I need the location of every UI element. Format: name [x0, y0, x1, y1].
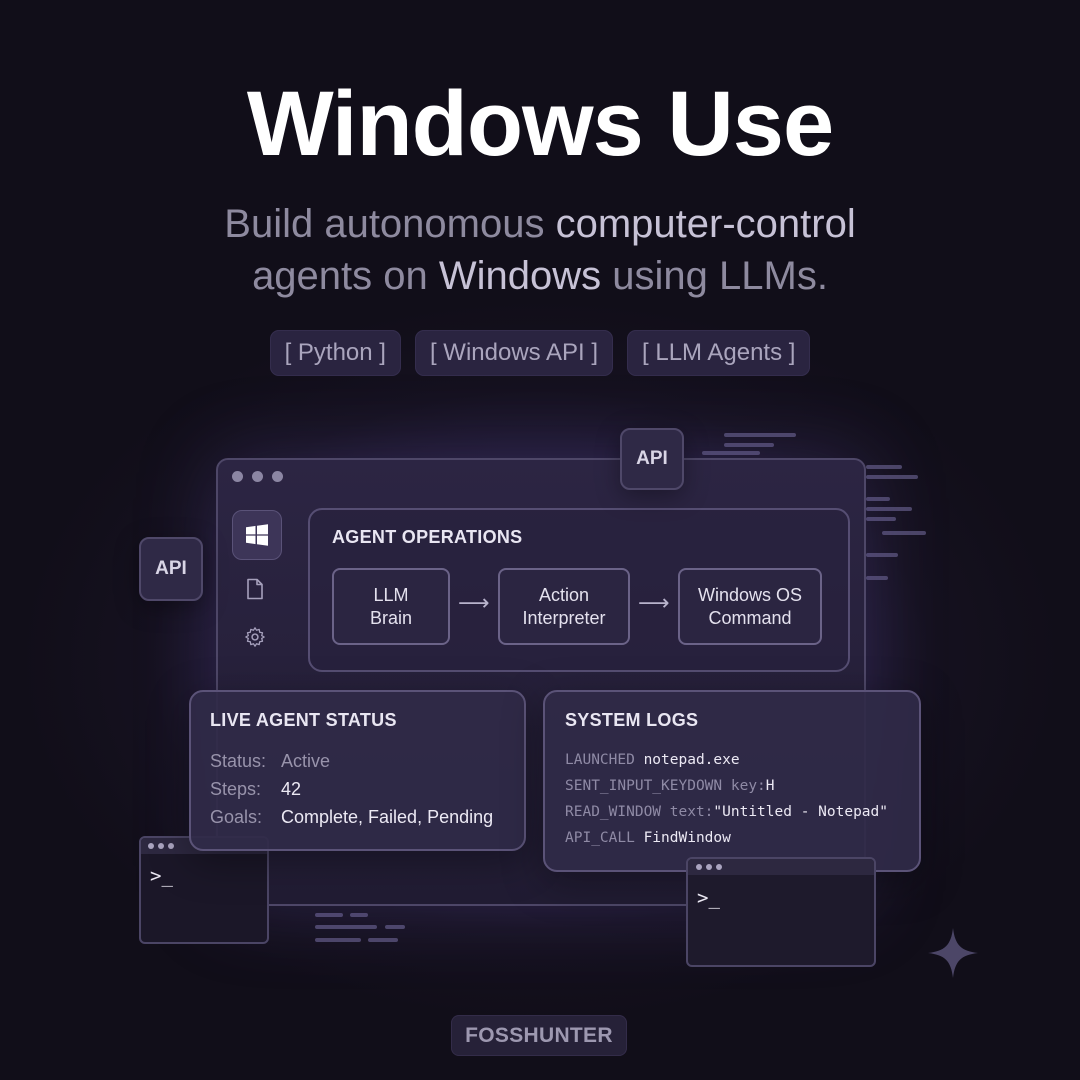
steps-value: 42 [281, 779, 302, 799]
log-line: API_CALL FindWindow [565, 830, 731, 846]
log-line: READ_WINDOW text:"Untitled - Notepad" [565, 804, 888, 820]
status-label: Status: [210, 751, 267, 771]
goals-label: Goals: [210, 807, 263, 827]
terminal-prompt: >_ [697, 887, 720, 909]
subtitle-highlight-1: computer-control [555, 202, 856, 246]
log-value: "Untitled - Notepad" [713, 804, 889, 820]
log-value: FindWindow [643, 830, 731, 846]
llm-brain-line2: Brain [369, 607, 413, 628]
log-key: API_CALL [565, 830, 644, 846]
log-key: SENT_INPUT_KEYDOWN key: [565, 778, 766, 794]
log-line: LAUNCHED notepad.exe [565, 752, 740, 768]
log-line: SENT_INPUT_KEYDOWN key:H [565, 778, 775, 794]
api-badge-left: API [139, 537, 203, 601]
window-dot-1 [232, 471, 243, 482]
windows-logo-button[interactable] [232, 510, 282, 560]
terminal-dot [148, 843, 154, 849]
file-icon[interactable] [245, 578, 265, 605]
windows-logo-icon [245, 523, 269, 552]
terminal-dot [168, 843, 174, 849]
log-key: LAUNCHED [565, 752, 644, 768]
goals-value: Complete, Failed, Pending [281, 807, 494, 827]
log-value: notepad.exe [643, 752, 740, 768]
status-value: Active [281, 751, 331, 771]
action-interpreter-line2: Interpreter [522, 607, 606, 628]
subtitle-text-1: Build autonomous [224, 202, 556, 246]
tag-windows-api: [ Windows API ] [414, 330, 614, 376]
terminal-titlebar [688, 859, 874, 875]
steps-label: Steps: [210, 779, 262, 799]
flow-arrow-2: ⟶ [638, 591, 670, 616]
terminal-prompt: >_ [150, 865, 173, 887]
log-value: H [765, 778, 775, 794]
window-dot-2 [252, 471, 263, 482]
page-subtitle: Build autonomous computer-control agents… [0, 198, 1080, 302]
live-agent-status-card [189, 690, 526, 851]
tag-python: [ Python ] [269, 330, 401, 376]
agent-operations-title: AGENT OPERATIONS [332, 527, 523, 547]
action-interpreter-line1: Action [538, 584, 589, 605]
llm-brain-line1: LLM [373, 584, 409, 605]
subtitle-highlight-2: Windows [438, 254, 602, 298]
gear-icon[interactable] [244, 626, 266, 653]
tag-list: [ Python ] [ Windows API ] [ LLM Agents … [0, 330, 1080, 376]
system-logs-title: SYSTEM LOGS [565, 710, 699, 730]
terminal-dot [706, 864, 712, 870]
footer-brand: FOSSHUNTER [451, 1015, 627, 1056]
subtitle-text-3: using LLMs. [601, 254, 828, 298]
terminal-dot [158, 843, 164, 849]
api-badge-top: API [620, 428, 684, 490]
page-title: Windows Use [246, 73, 834, 175]
window-dot-3 [272, 471, 283, 482]
live-agent-status-title: LIVE AGENT STATUS [210, 710, 397, 730]
log-key: READ_WINDOW text: [565, 804, 714, 820]
sparkle-icon [927, 927, 979, 984]
tag-llm-agents: [ LLM Agents ] [627, 330, 811, 376]
terminal-window-left: >_ [139, 836, 269, 944]
windows-os-command-line1: Windows OS [697, 584, 803, 605]
flow-arrow-1: ⟶ [458, 591, 490, 616]
windows-os-command-line2: Command [708, 607, 792, 628]
system-logs-card [543, 690, 921, 872]
terminal-dot [716, 864, 722, 870]
subtitle-text-2: agents on [252, 254, 439, 298]
terminal-window-right: >_ [686, 857, 876, 967]
terminal-dot [696, 864, 702, 870]
